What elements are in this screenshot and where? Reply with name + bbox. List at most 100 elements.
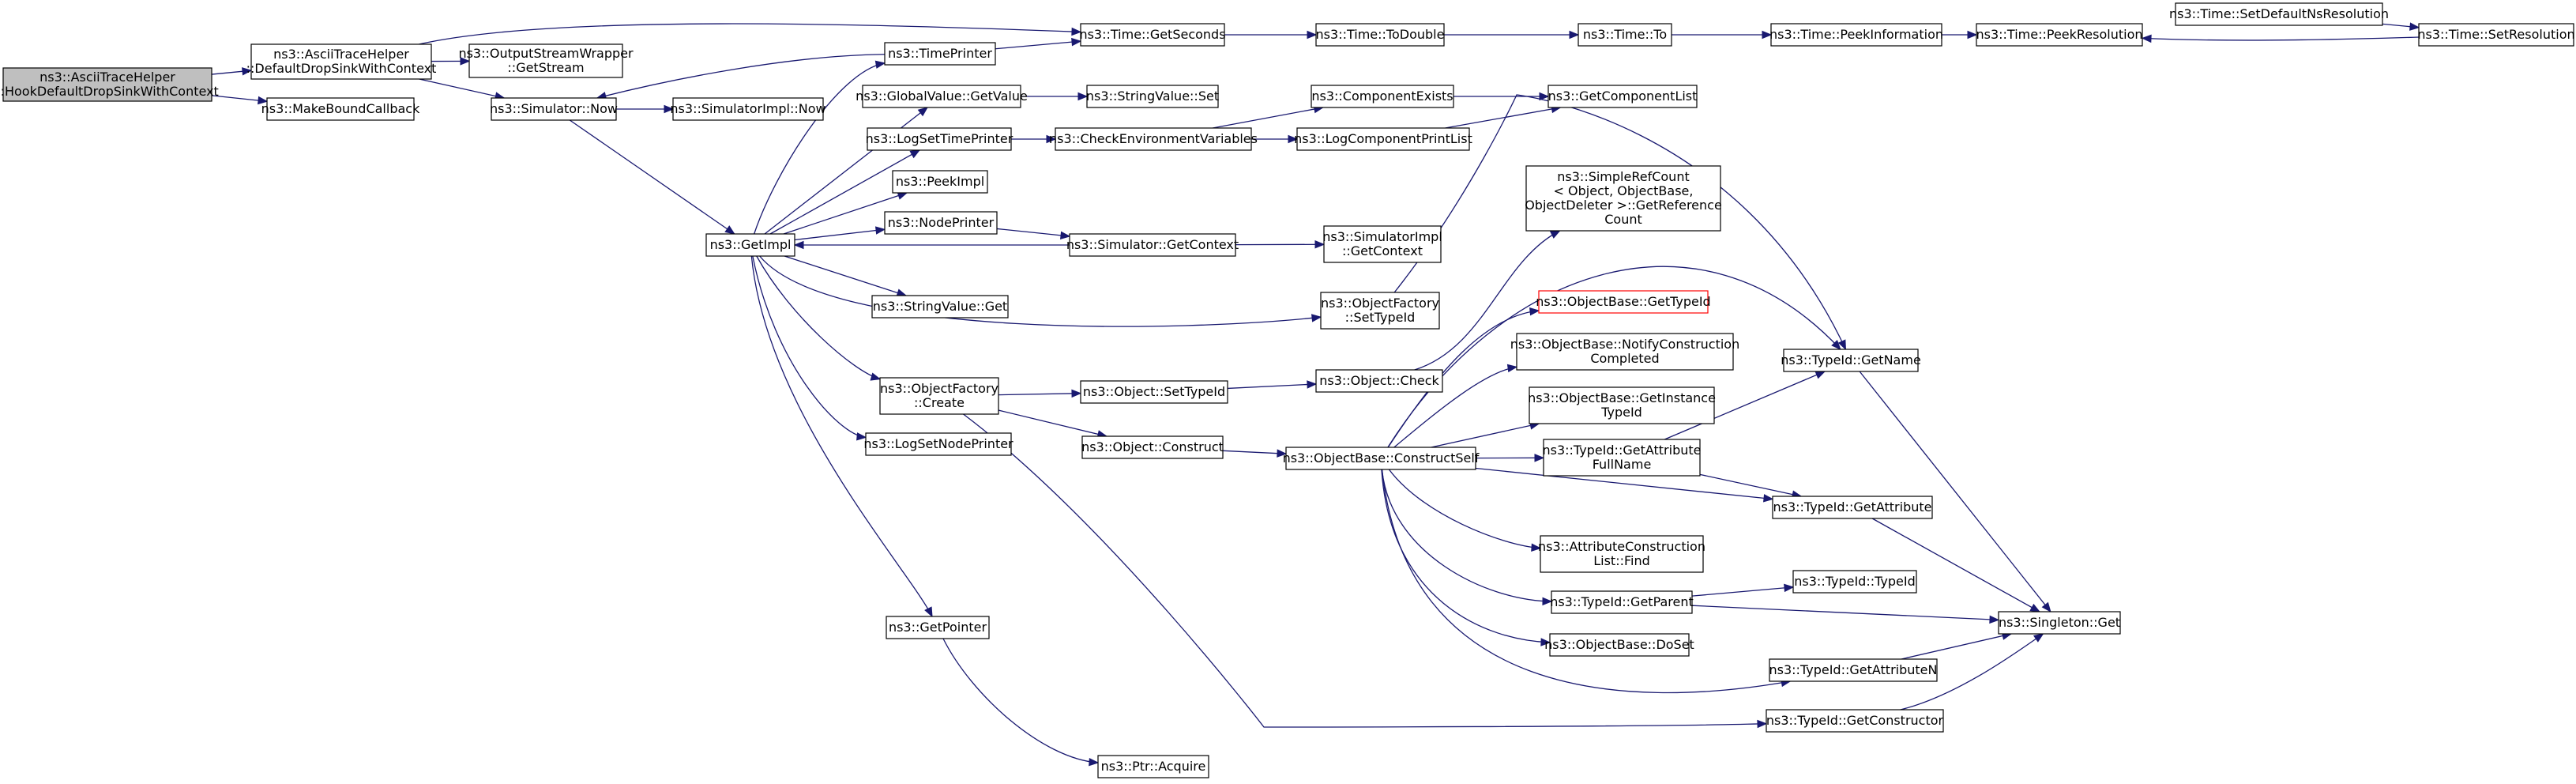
node-box bbox=[1578, 23, 1672, 47]
node-box bbox=[2418, 23, 2574, 47]
node-box bbox=[1543, 439, 1701, 477]
node-simNow[interactable]: ns3::Simulator::Now bbox=[490, 97, 618, 121]
arrowhead-tidGetName-to-singletonGet bbox=[2041, 601, 2051, 613]
node-svSet[interactable]: ns3::StringValue::Set bbox=[1086, 85, 1219, 108]
node-peekImpl[interactable]: ns3::PeekImpl bbox=[892, 170, 988, 194]
arrowhead-gvGetValue-to-svSet bbox=[1077, 92, 1089, 101]
node-getCompList[interactable]: ns3::GetComponentList bbox=[1547, 85, 1698, 108]
arrowhead-tidGetParent-to-singletonGet bbox=[1989, 615, 2000, 624]
node-label: ns3::TypeId::GetParent bbox=[1550, 594, 1694, 609]
node-box bbox=[1772, 496, 1933, 519]
node-timeTo[interactable]: ns3::Time::To bbox=[1578, 23, 1672, 47]
edge-getImpl-to-logSetTime bbox=[769, 149, 920, 235]
node-ofSetTypeId[interactable]: ns3::ObjectFactory::SetTypeId bbox=[1320, 292, 1440, 330]
node-objCheck[interactable]: ns3::Object::Check bbox=[1315, 369, 1443, 393]
node-label: ns3::TypeId::GetAttribute bbox=[1773, 499, 1931, 514]
edge-getImpl-to-nodePrinter bbox=[794, 228, 886, 241]
node-obDoSet[interactable]: ns3::ObjectBase::DoSet bbox=[1544, 633, 1694, 657]
node-tidGetName[interactable]: ns3::TypeId::GetName bbox=[1781, 349, 1921, 372]
node-label: ns3::LogSetNodePrinter bbox=[863, 436, 1013, 451]
arrowhead-defaultDrop-to-getSeconds bbox=[1071, 27, 1082, 36]
edge-setRes-to-peekRes bbox=[2142, 36, 2420, 41]
node-box bbox=[1285, 447, 1476, 470]
node-ofCreate[interactable]: ns3::ObjectFactory::Create bbox=[879, 377, 999, 415]
node-checkEnv[interactable]: ns3::CheckEnvironmentVariables bbox=[1049, 127, 1258, 151]
node-peekInfo[interactable]: ns3::Time::PeekInformation bbox=[1769, 23, 1943, 47]
node-toDouble[interactable]: ns3::Time::ToDouble bbox=[1315, 23, 1445, 47]
node-svGet[interactable]: ns3::StringValue::Get bbox=[871, 295, 1009, 318]
node-simGetContext[interactable]: ns3::Simulator::GetContext bbox=[1066, 233, 1239, 257]
node-label: ns3::ObjectBase::GetInstance bbox=[1528, 390, 1716, 405]
node-tidGetCtor[interactable]: ns3::TypeId::GetConstructor bbox=[1766, 709, 1944, 733]
edge-objConstruct-to-constructSelf bbox=[1222, 450, 1287, 454]
arrowhead-objConstruct-to-constructSelf bbox=[1277, 449, 1288, 458]
arrowhead-setRes-to-peekRes bbox=[2141, 34, 2152, 43]
node-obNotify[interactable]: ns3::ObjectBase::NotifyConstructionCompl… bbox=[1510, 333, 1739, 371]
node-box bbox=[1080, 380, 1228, 404]
node-objSetTypeId[interactable]: ns3::Object::SetTypeId bbox=[1080, 380, 1228, 404]
node-label: ns3::PeekImpl bbox=[896, 174, 984, 189]
node-constructSelf[interactable]: ns3::ObjectBase::ConstructSelf bbox=[1283, 447, 1480, 470]
node-singletonGet[interactable]: ns3::Singleton::Get bbox=[1998, 611, 2121, 635]
node-label: ns3::ObjectBase::ConstructSelf bbox=[1283, 450, 1480, 466]
node-label: ns3::GetPointer bbox=[889, 620, 987, 635]
node-logSetTime[interactable]: ns3::LogSetTimePrinter bbox=[866, 127, 1013, 151]
arrowhead-timeTo-to-peekInfo bbox=[1762, 30, 1773, 40]
node-tidGetAttrN[interactable]: ns3::TypeId::GetAttributeN bbox=[1769, 658, 1938, 682]
arrowhead-setDefRes-to-setRes bbox=[2409, 22, 2420, 31]
node-getStream[interactable]: ns3::OutputStreamWrapper::GetStream bbox=[458, 43, 634, 78]
node-box bbox=[1311, 85, 1454, 108]
node-logSetNode[interactable]: ns3::LogSetNodePrinter bbox=[863, 432, 1013, 456]
arrowhead-getImpl-to-getPointer bbox=[924, 606, 933, 618]
node-getImpl[interactable]: ns3::GetImpl bbox=[705, 233, 795, 257]
node-objConstruct[interactable]: ns3::Object::Construct bbox=[1081, 435, 1224, 459]
node-implGetContext[interactable]: ns3::SimulatorImpl::GetContext bbox=[1322, 225, 1442, 263]
node-box bbox=[1998, 611, 2121, 635]
edge-getImpl-to-ofCreate bbox=[756, 255, 881, 380]
edge-ofSetTypeId-to-tidGetName bbox=[1393, 94, 1847, 350]
node-tidGetAttr[interactable]: ns3::TypeId::GetAttribute bbox=[1772, 496, 1933, 519]
arrowhead-simNow-to-getImpl bbox=[724, 225, 735, 235]
node-box bbox=[1080, 23, 1225, 47]
node-implNow[interactable]: ns3::SimulatorImpl::Now bbox=[670, 97, 826, 121]
node-ptrAcquire[interactable]: ns3::Ptr::Acquire bbox=[1097, 755, 1209, 778]
edge-constructSelf-to-obDoSet bbox=[1381, 469, 1551, 643]
arrowhead-compExists-to-getCompList bbox=[1539, 92, 1550, 101]
node-nodePrinter[interactable]: ns3::NodePrinter bbox=[884, 211, 998, 235]
node-root[interactable]: ns3::AsciiTraceHelper::HookDefaultDropSi… bbox=[0, 67, 219, 102]
edge-tidGetName-to-singletonGet bbox=[1859, 371, 2051, 612]
node-label: ::DefaultDropSinkWithContext bbox=[246, 61, 437, 76]
node-tidGetParent[interactable]: ns3::TypeId::GetParent bbox=[1550, 590, 1694, 614]
node-getSeconds[interactable]: ns3::Time::GetSeconds bbox=[1079, 23, 1226, 47]
node-setRes[interactable]: ns3::Time::SetResolution bbox=[2417, 23, 2575, 47]
edge-timePrinter-to-getSeconds bbox=[995, 40, 1081, 50]
node-setDefRes[interactable]: ns3::Time::SetDefaultNsResolution bbox=[2169, 2, 2389, 26]
node-label: ns3::CheckEnvironmentVariables bbox=[1049, 131, 1258, 146]
node-box bbox=[1766, 709, 1944, 733]
node-compExists[interactable]: ns3::ComponentExists bbox=[1311, 85, 1454, 108]
node-box bbox=[879, 377, 999, 415]
node-refCount[interactable]: ns3::SimpleRefCount< Object, ObjectBase,… bbox=[1525, 165, 1722, 232]
node-box bbox=[266, 97, 415, 121]
node-box bbox=[1769, 658, 1938, 682]
node-defaultDrop[interactable]: ns3::AsciiTraceHelper::DefaultDropSinkWi… bbox=[246, 43, 437, 80]
node-logCompList[interactable]: ns3::LogComponentPrintList bbox=[1294, 127, 1472, 151]
arrowhead-getImpl-to-logSetTime bbox=[909, 149, 921, 159]
node-label: ns3::ObjectBase::DoSet bbox=[1544, 637, 1694, 652]
node-gvGetValue[interactable]: ns3::GlobalValue::GetValue bbox=[856, 85, 1028, 108]
node-obGetTypeId[interactable]: ns3::ObjectBase::GetTypeId bbox=[1536, 290, 1711, 314]
node-label: ::Create bbox=[914, 395, 965, 410]
arrowhead-peekInfo-to-peekRes bbox=[1967, 30, 1978, 40]
node-box bbox=[1783, 349, 1919, 372]
node-timePrinter[interactable]: ns3::TimePrinter bbox=[884, 42, 996, 66]
edge-ofCreate-to-objSetTypeId bbox=[998, 393, 1081, 396]
arrowhead-simGetContext-to-implGetContext bbox=[1314, 240, 1326, 249]
node-tidTypeId[interactable]: ns3::TypeId::TypeId bbox=[1792, 570, 1917, 594]
node-makeBound[interactable]: ns3::MakeBoundCallback bbox=[261, 97, 420, 121]
node-getPointer[interactable]: ns3::GetPointer bbox=[886, 616, 990, 639]
node-peekRes[interactable]: ns3::Time::PeekResolution bbox=[1976, 23, 2143, 47]
node-label: ns3::Time::PeekResolution bbox=[1976, 27, 2142, 42]
